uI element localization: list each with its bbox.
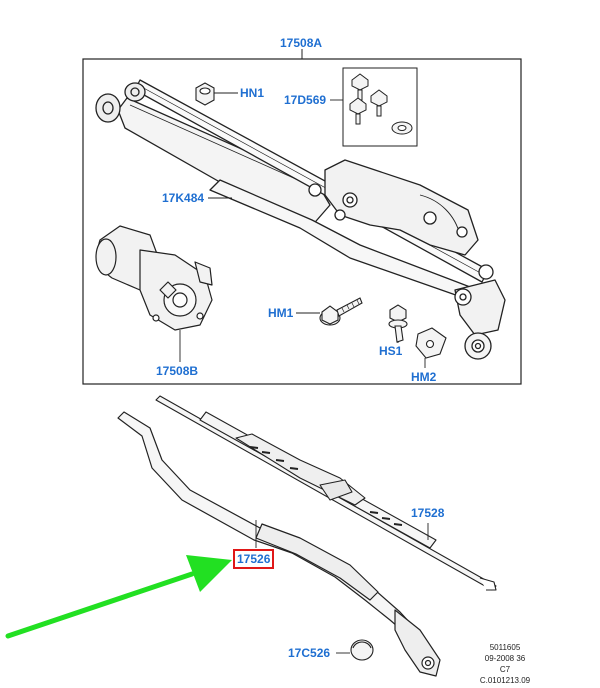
callout-cap: 17C526	[288, 646, 331, 660]
callout-clip: HM2	[411, 370, 437, 384]
callout-bolt-kit: 17D569	[284, 93, 327, 107]
callout-assembly: 17508A	[280, 36, 323, 50]
pointer-arrow	[5, 555, 232, 639]
callout-blade: 17528	[411, 506, 445, 520]
bolt-kit-parts	[349, 73, 413, 135]
callout-screw: HS1	[379, 344, 403, 358]
ref-line-3: C7	[499, 665, 511, 674]
wiper-arm	[117, 411, 441, 677]
callout-motor: 17508B	[156, 364, 199, 378]
bolt-kit-box	[342, 67, 418, 147]
callout-linkage: 17K484	[162, 191, 205, 205]
callout-nut: HN1	[240, 86, 265, 100]
wiper-motor	[95, 225, 213, 331]
wiper-linkage	[95, 79, 506, 360]
ref-line-1: 5011605	[489, 643, 521, 652]
wiper-blade	[155, 395, 497, 591]
callout-arm-highlighted: 17526	[233, 549, 275, 569]
ref-line-4: C.0101213.09	[479, 676, 531, 685]
nut-part	[195, 82, 215, 106]
clip-part	[415, 327, 447, 359]
ref-line-2: 09-2008 36	[484, 654, 526, 663]
cap-part	[350, 639, 374, 661]
callout-mount-bolt: HM1	[268, 306, 294, 320]
screw-part	[388, 304, 408, 343]
mount-bolt-part	[319, 297, 363, 326]
